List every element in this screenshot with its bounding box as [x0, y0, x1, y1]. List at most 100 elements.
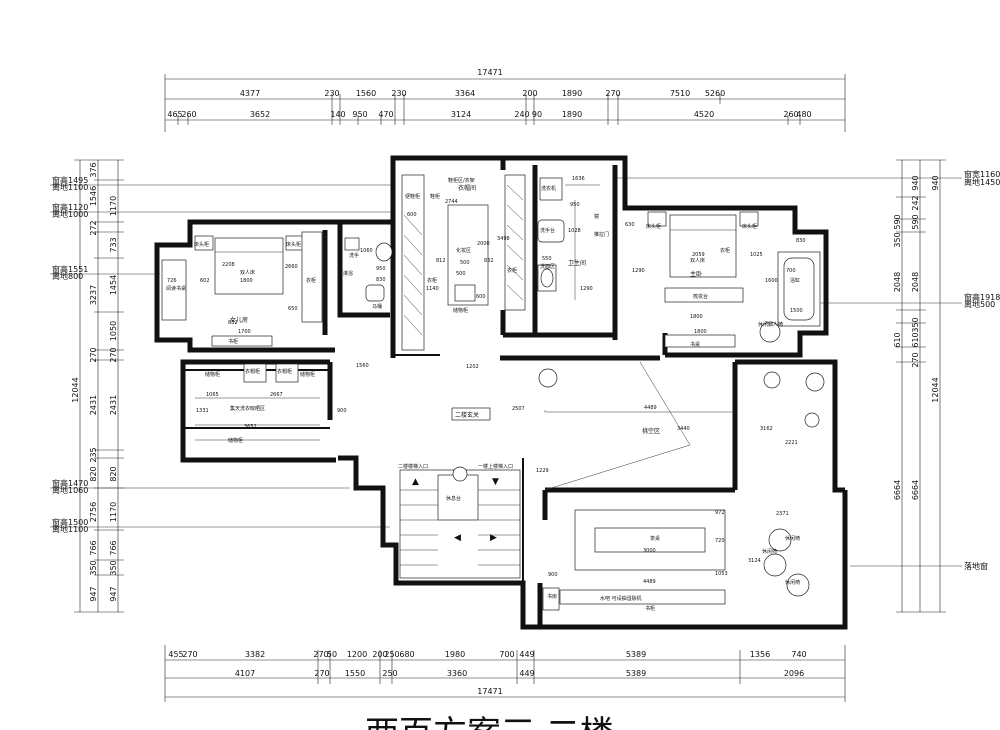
dim-top-total: 17471: [477, 68, 502, 77]
wc-dim-0: 1060: [360, 248, 373, 254]
dim-bot-r1-7: 250: [384, 650, 399, 659]
dim-bot-r1-0: 455: [168, 650, 183, 659]
closet-dim-0: 2744: [445, 199, 458, 205]
daughter-label-0: 床头柜: [194, 241, 209, 248]
closet-dim-8: 600: [476, 294, 486, 300]
dim-right2-0: 940: [931, 175, 940, 190]
closet-dim-2: 812: [436, 258, 446, 264]
storage-label-0: 储物柜: [205, 371, 220, 378]
dim-left2-10: 350: [109, 560, 118, 575]
walls: [154, 155, 848, 630]
dim-top-r2-7: 240: [514, 110, 529, 119]
note-left-3a: 窗高1470: [52, 478, 88, 488]
dim-right2-3: 2048: [911, 272, 920, 292]
dim-top-r2-0: 465: [167, 110, 182, 119]
void-dim-5: 900: [337, 408, 347, 414]
wc-label-2: 洗手: [349, 252, 359, 259]
dim-left-0: 376: [89, 162, 98, 177]
dim-right-4: 2048: [893, 272, 902, 292]
study-dim-6: 1053: [715, 571, 728, 577]
dim-bot-r2-6: 5389: [626, 669, 646, 678]
bath-label-3: 镜: [594, 213, 599, 220]
master-dim-1: 830: [796, 238, 806, 244]
dim-bot-r1-3: 270: [313, 650, 328, 659]
daughter-label-2: 双人床: [240, 269, 255, 276]
study-bar: [542, 587, 560, 611]
terrace: 3162 2221: [760, 371, 825, 446]
storage-label-2: 储物柜: [228, 437, 243, 444]
study-dim-7: 900: [548, 572, 558, 578]
wc-toilet: [365, 284, 385, 302]
study-title: 书房: [547, 593, 557, 600]
dim-bot-r2-3: 250: [382, 669, 397, 678]
closet-dim-9: 1140: [426, 286, 439, 292]
terrace-dim-1: 2221: [785, 440, 798, 446]
note-left-2b: 离地800: [52, 271, 83, 281]
dim-bot-r2-5: 449: [519, 669, 534, 678]
study-dim-1: 4489: [643, 579, 656, 585]
dim-left-15: 766: [89, 540, 98, 555]
dim-left-13: 2756: [89, 502, 98, 522]
plant-1: [538, 368, 558, 388]
closet-note: 鞋柜区/衣架: [448, 177, 475, 184]
daughter-dim-1: 1800: [240, 278, 253, 284]
dim-top-r2-8: 90: [532, 110, 542, 119]
dim-left2-5: 2431: [109, 395, 118, 415]
closet-label-5: 储物柜: [453, 307, 468, 314]
master-label-0: 床头柜: [646, 223, 661, 230]
desk: [664, 334, 736, 348]
study-dim-3: 720: [715, 538, 725, 544]
dim-left2-11: 947: [109, 586, 118, 601]
bathroom: 卫生间 洗衣机 洗面区 洗手台 镜 推拉门 1636 950 1028 550 …: [537, 176, 609, 300]
master-label-6: 浴缸: [790, 277, 800, 284]
nightstand-left: [647, 211, 667, 227]
dim-top-r1-9: 5260: [705, 89, 725, 98]
terrace-dim-0: 3162: [760, 426, 773, 432]
dim-left2-4: 270: [109, 347, 118, 362]
note-right-0b: 离地1450: [964, 177, 1000, 187]
void-dim-0: 4489: [644, 405, 657, 411]
dim-top-r1-2: 1560: [356, 89, 376, 98]
d-nightstand-left: [194, 235, 214, 251]
dim-left-14: 1170: [109, 502, 118, 522]
dim-left-8: 270: [89, 347, 98, 362]
daughter-label-3: 阅读书桌: [166, 285, 186, 292]
storage-label-3: 衣帽柜: [245, 368, 260, 375]
master-dim-8: 1800: [694, 329, 707, 335]
closet-label-1: 鞋柜: [430, 193, 440, 200]
dim-right-2: 242: [911, 195, 920, 210]
dim-left-17: 947: [89, 586, 98, 601]
master-label-2: 双人床: [690, 257, 705, 264]
dim-bot-r1-14: 740: [791, 650, 806, 659]
leisure-chair-3: [786, 573, 810, 597]
void-dim-3: 1229: [536, 468, 549, 474]
bath-label-4: 推拉门: [594, 231, 609, 238]
wardrobe-left: [401, 174, 425, 351]
washer-1: [243, 363, 267, 383]
dim-right-3: 350: [893, 232, 902, 247]
study-dim-0: 3000: [643, 548, 656, 554]
storage-dim-0: 1065: [206, 392, 219, 398]
closet-title: 衣帽间: [458, 184, 476, 192]
void-dim-2: 2507: [512, 406, 525, 412]
dim-left2-9: 766: [109, 540, 118, 555]
daughter-label-5: 书柜: [228, 338, 238, 345]
daughter-wardrobe: [301, 231, 323, 323]
daughter-label-4: 衣柜: [306, 277, 316, 284]
plant-2: [452, 466, 468, 482]
dim-left-5: 3237: [89, 285, 98, 305]
dim-bot-r1-2: 3382: [245, 650, 265, 659]
right-dimensions: 940 590 242 350 2048 610 350 270 12044 6…: [615, 159, 1000, 613]
daughter-dim-6: 832: [228, 320, 238, 326]
study-label-0: 茶桌: [650, 535, 660, 542]
dim-bot-r1-9: 1980: [445, 650, 465, 659]
terrace-plant-1: [763, 371, 781, 389]
wc-label-0: 马桶: [372, 303, 382, 310]
dim-right-6: 350: [911, 317, 920, 332]
study-label-5: 水吧 可设抽湿除机: [600, 595, 642, 602]
note-left-0a: 窗高1495: [52, 175, 88, 185]
dim-right2-7: 6664: [911, 480, 920, 500]
closet-label-2: 衣柜: [427, 277, 437, 284]
washer-2: [275, 363, 299, 383]
master-dim-3: 1800: [690, 314, 703, 320]
